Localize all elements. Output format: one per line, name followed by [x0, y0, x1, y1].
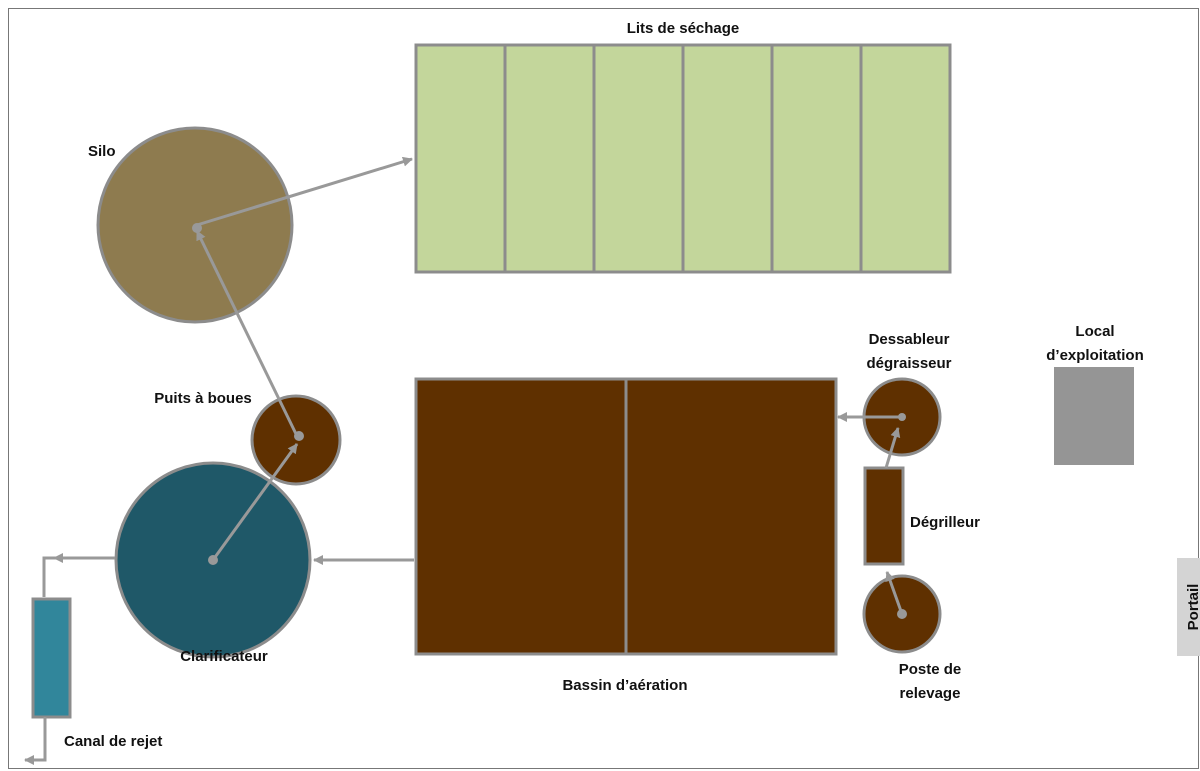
aeration-basin-label: Bassin d’aération: [562, 677, 687, 694]
operations-building-label-1: Local: [1075, 323, 1114, 340]
drying-bed: [592, 43, 685, 274]
discharge-channel-label: Canal de rejet: [64, 733, 162, 750]
clarifier-label: Clarificateur: [180, 648, 268, 665]
drying-bed: [681, 43, 774, 274]
grit-remover-label-1: Dessableur: [869, 331, 950, 348]
diagram-frame: [8, 8, 1199, 769]
arrow-clarifier-to-discharge: [42, 556, 115, 597]
operations-building: [1054, 367, 1134, 465]
discharge-channel: [31, 597, 72, 719]
drying-bed: [770, 43, 863, 274]
flow-arrows: [24, 156, 904, 765]
lifting-station-label-1: Poste de: [899, 661, 962, 678]
drying-bed: [414, 43, 507, 274]
arrow-lifting-to-screening: [885, 571, 904, 615]
arrow-silo-to-drying-beds: [196, 156, 413, 227]
drying-beds-label: Lits de séchage: [627, 20, 740, 37]
drying-beds: [414, 43, 952, 274]
drying-bed: [859, 43, 952, 274]
arrow-clarifier-to-sludge-well: [211, 443, 299, 561]
operations-building-label-2: d’exploitation: [1046, 347, 1144, 364]
node-grit-remover: [898, 413, 906, 421]
gate: [1177, 558, 1200, 656]
lifting-station-label-2: relevage: [900, 685, 961, 702]
node-sludge-well: [294, 431, 304, 441]
screening-label: Dégrilleur: [910, 514, 980, 531]
arrow-sludge-well-to-silo: [195, 230, 299, 437]
node-lifting-station: [897, 609, 907, 619]
drying-bed: [503, 43, 596, 274]
silo-label: Silo: [88, 143, 116, 160]
node-clarifier: [208, 555, 218, 565]
gate-label: Portail: [1185, 584, 1200, 631]
arrow-screening-to-grit: [884, 427, 901, 469]
screening-unit: [863, 466, 905, 566]
sludge-well-label: Puits à boues: [154, 390, 252, 407]
arrow-discharge-out: [24, 717, 47, 765]
grit-remover-label-2: dégraisseur: [866, 355, 951, 372]
node-silo: [192, 223, 202, 233]
